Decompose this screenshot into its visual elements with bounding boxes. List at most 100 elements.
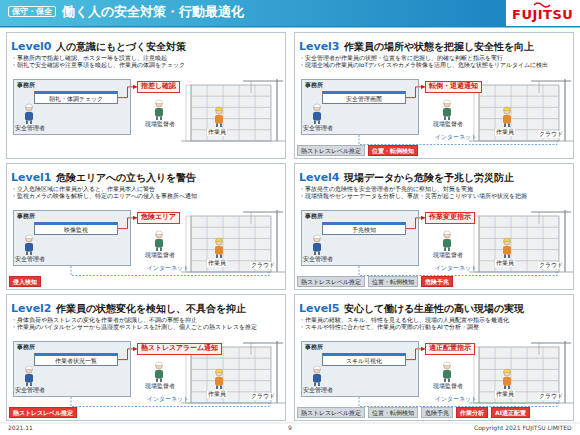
notification-arrow: [406, 87, 425, 98]
notification-arrow: [118, 349, 137, 360]
person-label: 安全管理者: [15, 125, 45, 132]
person-label: 現場監督者: [433, 121, 463, 128]
site-illustration: [25, 79, 285, 141]
box-text: 事務所: [305, 343, 415, 352]
box-text: 予兆検知: [325, 226, 403, 233]
box-text: スキル可視化: [325, 357, 403, 364]
box-text: 熱ストレスアラーム通知: [141, 345, 218, 353]
level-panel: Level3作業員の場所や状態を把握し安全性を向上・安全管理者が作業員の状態・位…: [294, 32, 574, 159]
box-text: 位置・転倒検知: [372, 409, 414, 416]
box-text: 熱ストレスレベル推定: [301, 147, 361, 154]
person-label: 安全管理者: [303, 125, 333, 132]
network-label: インターネット: [435, 134, 477, 140]
person-label: 作業員: [495, 260, 515, 267]
level-panel: Level5安心して働ける生産性の高い現場の実現・作業員の経験、スキル、特性を見…: [294, 294, 574, 421]
screen-box: 作業者状況一覧: [34, 353, 118, 366]
box-text: 事務所: [17, 343, 127, 352]
person-label: 作業員: [207, 260, 227, 267]
box-text: 事務所: [305, 212, 415, 221]
box-text: 位置・転倒検知: [372, 278, 414, 285]
function-tag: 位置・転倒検知: [368, 145, 418, 156]
alert-box: 熱ストレスアラーム通知: [137, 343, 222, 355]
notification-arrow: [118, 218, 137, 229]
bullet-text: ・作業員の経験、スキル、特性を見える化し、現場の人員配置や指示を最適化: [299, 316, 569, 323]
person-label: 安全管理者: [15, 387, 45, 394]
level-number: Level1: [11, 171, 52, 184]
function-tag: 熱ストレスレベル推定: [297, 276, 365, 287]
function-tag: 熱ストレスレベル推定: [9, 407, 77, 418]
level-title: 安心して働ける生産性の高い現場の実現: [344, 303, 524, 316]
footer-rule: [0, 423, 580, 424]
level-number: Level0: [11, 40, 52, 53]
level-title: 作業員の状態変化を検知し、不具合を抑止: [56, 303, 246, 316]
footer-text: 2021.11: [8, 425, 33, 432]
screen-box: スキル可視化: [322, 353, 406, 366]
level-panel: Level1危険エリアへの立ち入りを警告・立入危険区域に作業員が入ると、作業員本…: [6, 163, 286, 290]
box-text: 映像監視: [37, 226, 115, 233]
screen-box: 安全管理画面: [322, 91, 406, 104]
box-text: 危険エリア: [141, 214, 176, 222]
function-tag: 位置・転倒検知: [368, 407, 418, 418]
person-label: 安全管理者: [303, 387, 333, 394]
box-text: 事務所: [17, 81, 127, 90]
alert-box: 適正配置指示: [425, 343, 475, 355]
bullet-text: ・スキルや特性に合わせて、作業員の実際の行動をAIで分析・調整: [299, 323, 569, 330]
level-number: Level2: [11, 302, 52, 315]
person-label: 現場監督者: [433, 383, 463, 390]
level-panel: Level2作業員の状態変化を検知し、不具合を抑止・身体負荷や熱ストレスの変化を…: [6, 294, 286, 421]
box-text: 安全管理画面: [325, 95, 403, 102]
box-text: 位置・転倒検知: [372, 147, 414, 154]
office-fill: [301, 341, 419, 397]
function-tag: 危険予兆: [421, 276, 453, 287]
person-label: クラウド: [250, 393, 276, 400]
footer-text: Copyright 2021 FUJITSU LIMITED: [474, 425, 572, 432]
box-text: 作業者状況一覧: [37, 357, 115, 364]
bullet-text: ・事務所内で指差し確認、ポスター等を設置し、注意喚起: [11, 54, 281, 61]
bullet-text: ・朝礼で安全確認や注意事項を喚起し、作業員の体調をチェック: [11, 61, 281, 68]
box-text: 作業分析: [460, 409, 484, 416]
person-label: 現場監督者: [433, 252, 463, 259]
box-text: 適正配置指示: [429, 345, 471, 353]
box-text: 転倒・退避通知: [429, 83, 478, 91]
person-label: 現場監督者: [145, 252, 175, 259]
notification-arrow: [406, 218, 425, 229]
function-tag: 位置・転倒検知: [368, 276, 418, 287]
person-label: 安全管理者: [303, 256, 333, 263]
function-tag: 熱ストレスレベル推定: [297, 145, 365, 156]
person-label: 安全管理者: [15, 256, 45, 263]
person-label: 作業員: [495, 129, 515, 136]
page-title: 働く人の安全対策・行動最適化: [62, 5, 244, 19]
box-text: AI適正配置: [495, 409, 526, 416]
level-number: Level4: [299, 171, 340, 184]
box-text: 危険予兆: [425, 278, 449, 285]
footer-text: 9: [288, 425, 292, 432]
company-logo: FUJITSU: [512, 8, 573, 23]
alert-box: 転倒・退避通知: [425, 81, 482, 93]
alert-box: 指差し確認: [137, 81, 180, 93]
screen-box: 映像監視: [34, 222, 118, 235]
category-tag: 保守・保全: [8, 6, 56, 17]
network-label: インターネット: [147, 265, 189, 271]
box-text: 作業変更指示: [429, 214, 471, 222]
bullet-text: ・現場情報やセンサーデータを分析し、事故・災害が起こりやすい場所や状況を把握: [299, 192, 569, 199]
person-label: 現場監督者: [145, 383, 175, 390]
person-label: 現場監督者: [145, 121, 175, 128]
person-label: クラウド: [538, 262, 564, 269]
office-fill: [301, 210, 419, 266]
bullet-text: ・作業員のバイタルセンサーから温湿度やストレスを計測し、個人ごとの熱ストレスを推…: [11, 323, 281, 330]
box-text: 事務所: [17, 212, 127, 221]
function-tag: 危険予兆: [421, 407, 453, 418]
box-text: 熱ストレスレベル推定: [13, 409, 73, 416]
box-text: 熱ストレスレベル推定: [301, 278, 361, 285]
function-tag: 熱ストレスレベル推定: [297, 407, 365, 418]
level-title: 現場データから危険を予兆し労災防止: [344, 172, 514, 185]
function-tag: 侵入検知: [9, 276, 41, 287]
bullet-text: ・事故発生の危険性を安全管理者が予兆的に察知し、対策を実施: [299, 185, 569, 192]
person-label: 作業員: [495, 391, 515, 398]
header-bar: [0, 0, 506, 26]
box-text: 侵入検知: [13, 278, 37, 285]
alert-box: 危険エリア: [137, 212, 180, 224]
box-text: 事務所: [305, 81, 415, 90]
person-label: 作業員: [207, 129, 227, 136]
network-label: インターネット: [435, 396, 477, 402]
